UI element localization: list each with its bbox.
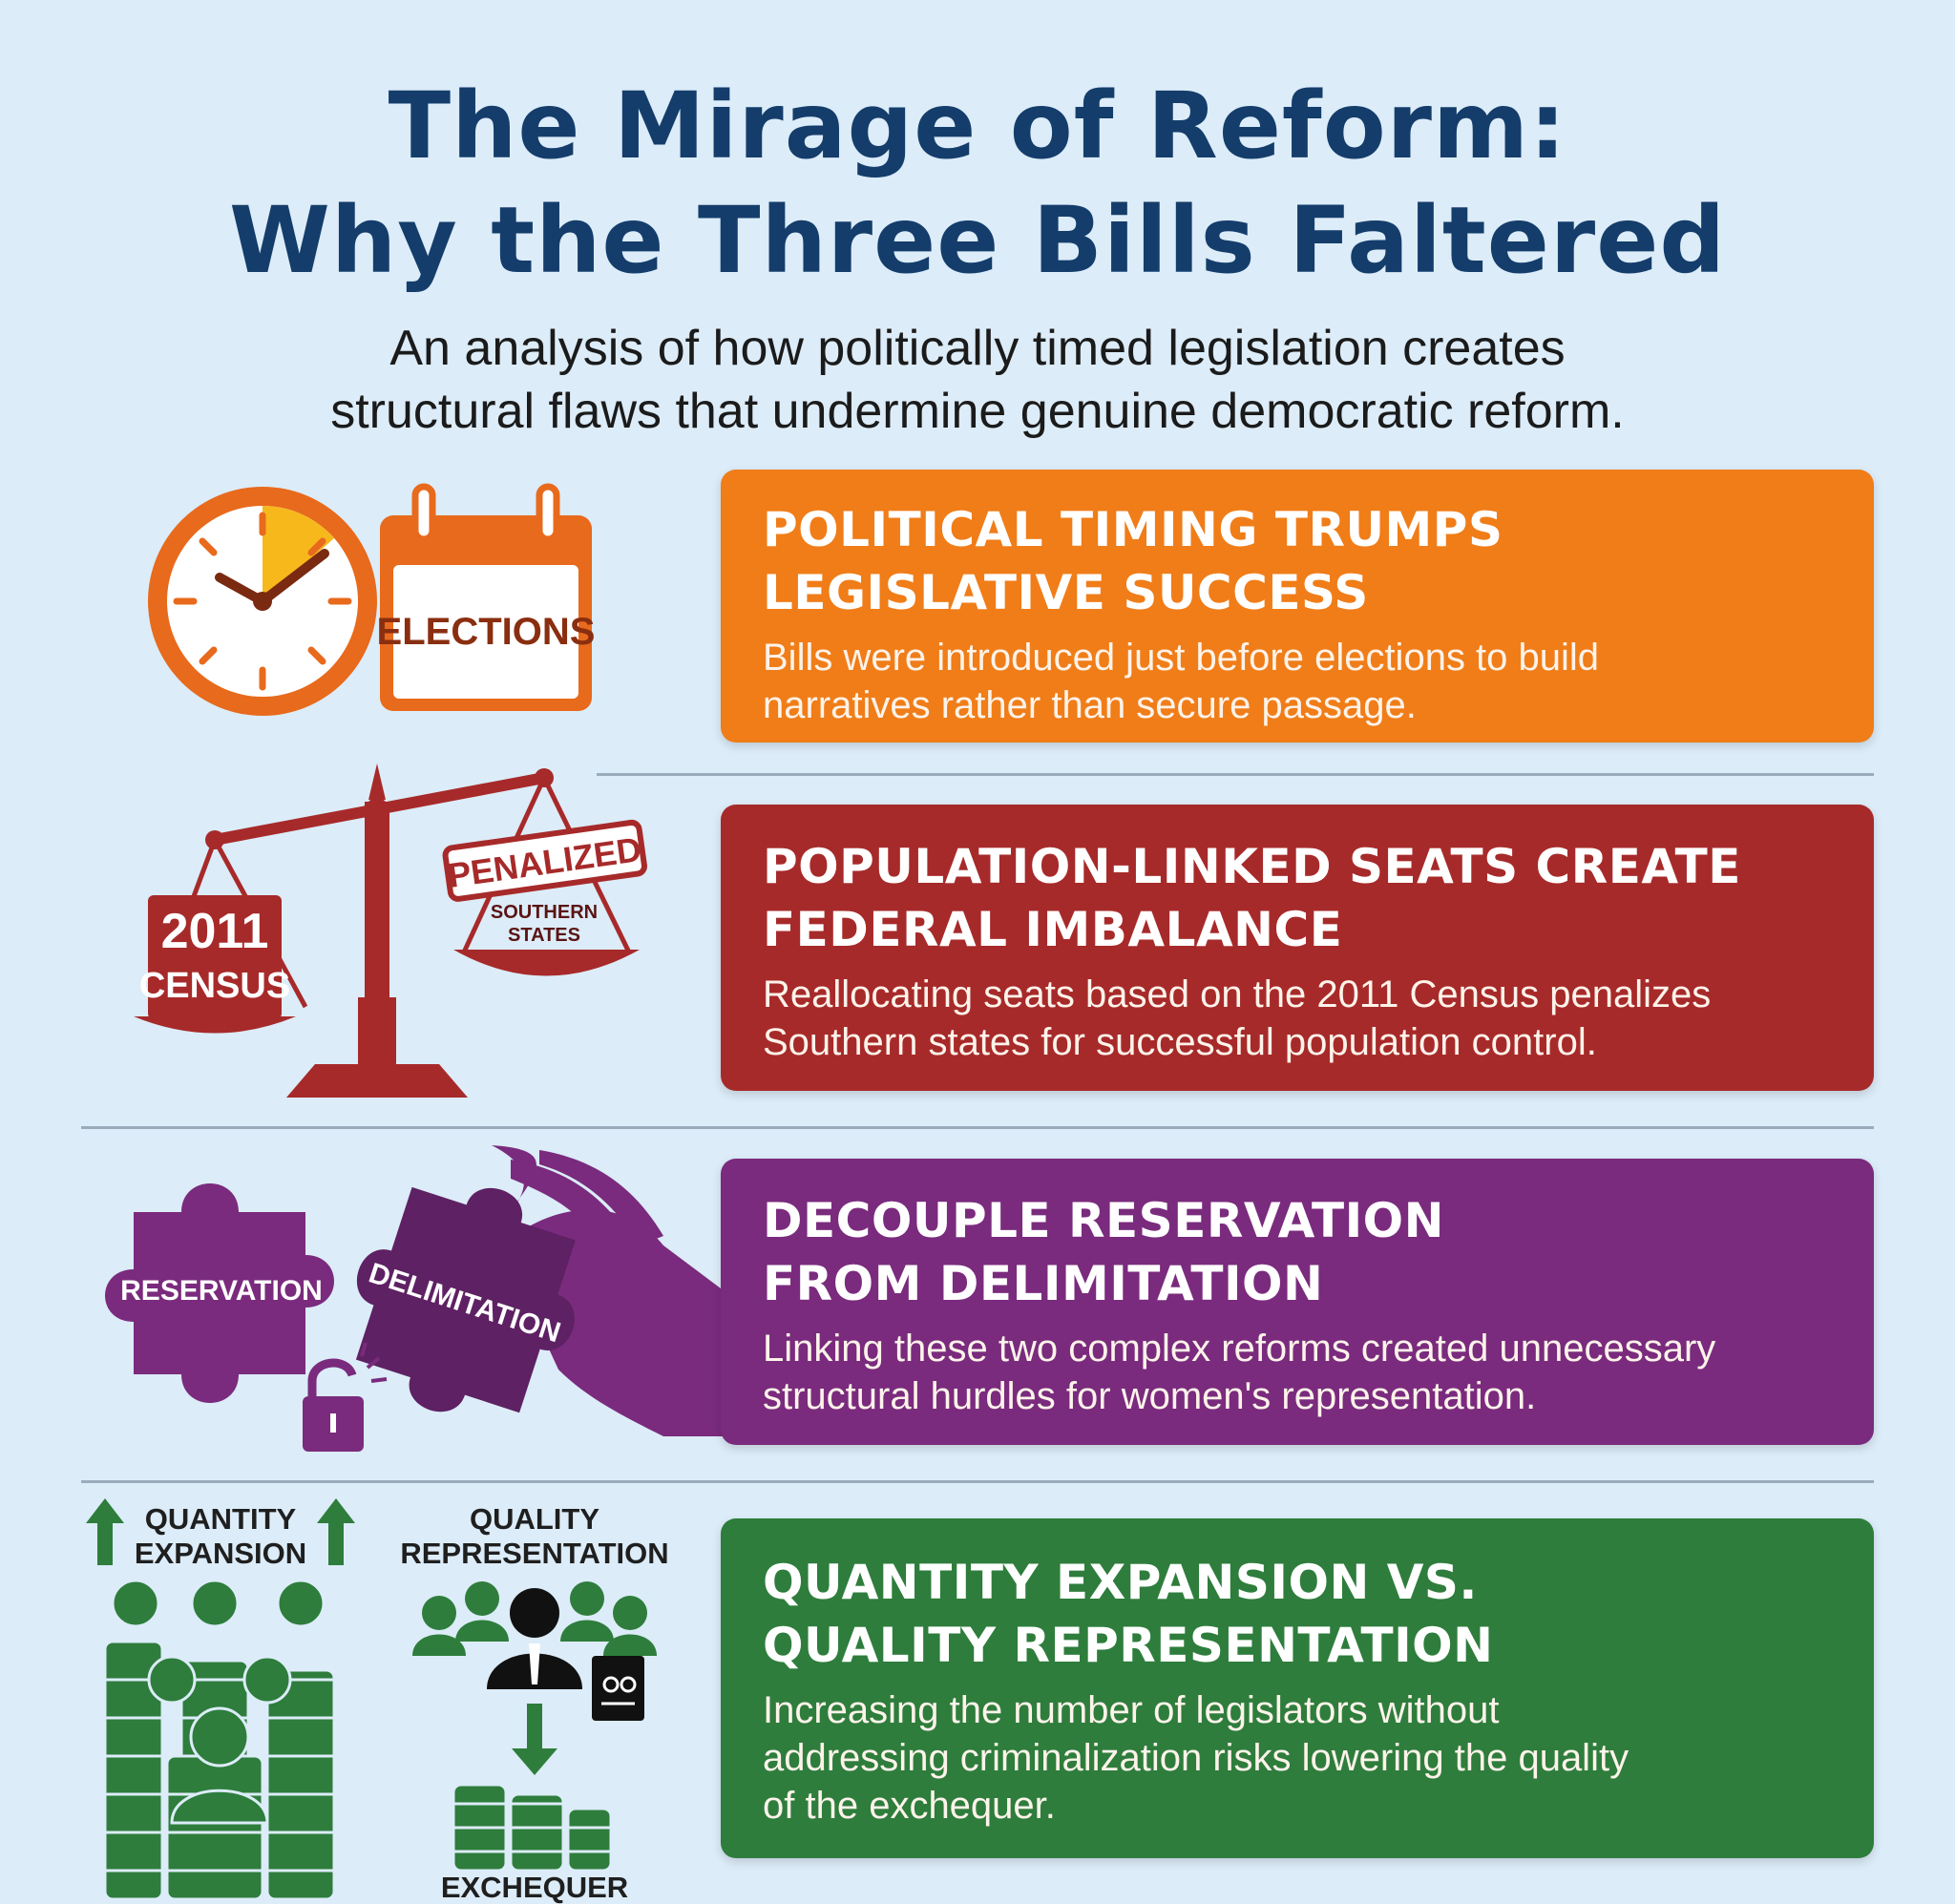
coin-stacks-icon — [103, 1640, 336, 1901]
svg-text:2011: 2011 — [161, 904, 269, 959]
document-icon — [592, 1656, 644, 1721]
up-arrow-icon — [86, 1498, 355, 1565]
card-body: Linking these two complex reforms create… — [763, 1328, 1716, 1417]
reservation-piece: RESERVATION — [105, 1183, 334, 1403]
card-decouple-reservation: DECOUPLE RESERVATION FROM DELIMITATION L… — [721, 1159, 1874, 1445]
title-line-1: The Mirage of Reform: — [388, 73, 1567, 179]
card-quantity-quality: QUANTITY EXPANSION VS. QUALITY REPRESENT… — [721, 1518, 1874, 1858]
broken-lock-icon — [303, 1342, 388, 1452]
subtitle-line-1: An analysis of how politically timed leg… — [389, 321, 1566, 376]
down-arrow-icon — [512, 1704, 557, 1775]
divider-1 — [597, 773, 1874, 776]
quality-people-icon — [412, 1581, 657, 1656]
card-heading: QUANTITY EXPANSION VS. QUALITY REPRESENT… — [763, 1555, 1494, 1673]
puzzle-pieces-icon: RESERVATION DELIMITATION — [105, 1145, 740, 1452]
page-subtitle: An analysis of how politically timed leg… — [0, 317, 1955, 443]
penalized-stamp: PENALIZED — [442, 819, 647, 902]
clock-calendar-icon: ELECTIONS — [148, 483, 596, 716]
card-political-timing: POLITICAL TIMING TRUMPS LEGISLATIVE SUCC… — [721, 470, 1874, 743]
card-body: Increasing the number of legislators wit… — [763, 1689, 1629, 1827]
card-heading: POPULATION-LINKED SEATS CREATE FEDERAL I… — [763, 839, 1741, 957]
svg-text:RESERVATION: RESERVATION — [120, 1275, 323, 1307]
coin-pile-icon — [452, 1783, 613, 1873]
subtitle-line-2: structural flaws that undermine genuine … — [330, 384, 1625, 439]
calendar-label: ELECTIONS — [377, 611, 596, 653]
people-group-icon — [111, 1579, 326, 1825]
page-title: The Mirage of Reform: Why the Three Bill… — [0, 69, 1955, 298]
svg-text:QUANTITY: QUANTITY — [145, 1502, 297, 1536]
divider-3 — [81, 1480, 1874, 1483]
svg-text:CENSUS: CENSUS — [139, 966, 290, 1006]
divider-2 — [81, 1126, 1874, 1129]
card-body: Reallocating seats based on the 2011 Cen… — [763, 973, 1712, 1063]
svg-text:QUALITY: QUALITY — [470, 1502, 599, 1536]
clock-icon — [148, 487, 377, 716]
card-heading: POLITICAL TIMING TRUMPS LEGISLATIVE SUCC… — [763, 502, 1503, 620]
title-line-2: Why the Three Bills Faltered — [228, 187, 1727, 294]
card-body: Bills were introduced just before electi… — [763, 637, 1600, 726]
svg-text:STATES: STATES — [508, 925, 580, 946]
svg-text:EXCHEQUER: EXCHEQUER — [441, 1871, 628, 1904]
card-heading: DECOUPLE RESERVATION FROM DELIMITATION — [763, 1193, 1445, 1311]
svg-text:EXPANSION: EXPANSION — [135, 1537, 306, 1570]
census-box: 2011 CENSUS — [139, 895, 290, 1019]
leader-icon — [487, 1588, 582, 1689]
svg-text:REPRESENTATION: REPRESENTATION — [400, 1537, 668, 1570]
balance-scale-icon: 2011 CENSUS SOUTHERN STATES PENALIZED — [134, 764, 647, 1098]
delimitation-piece: DELIMITATION — [355, 1186, 576, 1413]
card-population-seats: POPULATION-LINKED SEATS CREATE FEDERAL I… — [721, 805, 1874, 1091]
svg-text:SOUTHERN: SOUTHERN — [491, 902, 598, 923]
people-coins-icon: QUANTITY EXPANSION QUALITY REPRESENTATIO… — [86, 1498, 669, 1904]
calendar-icon: ELECTIONS — [377, 483, 596, 711]
